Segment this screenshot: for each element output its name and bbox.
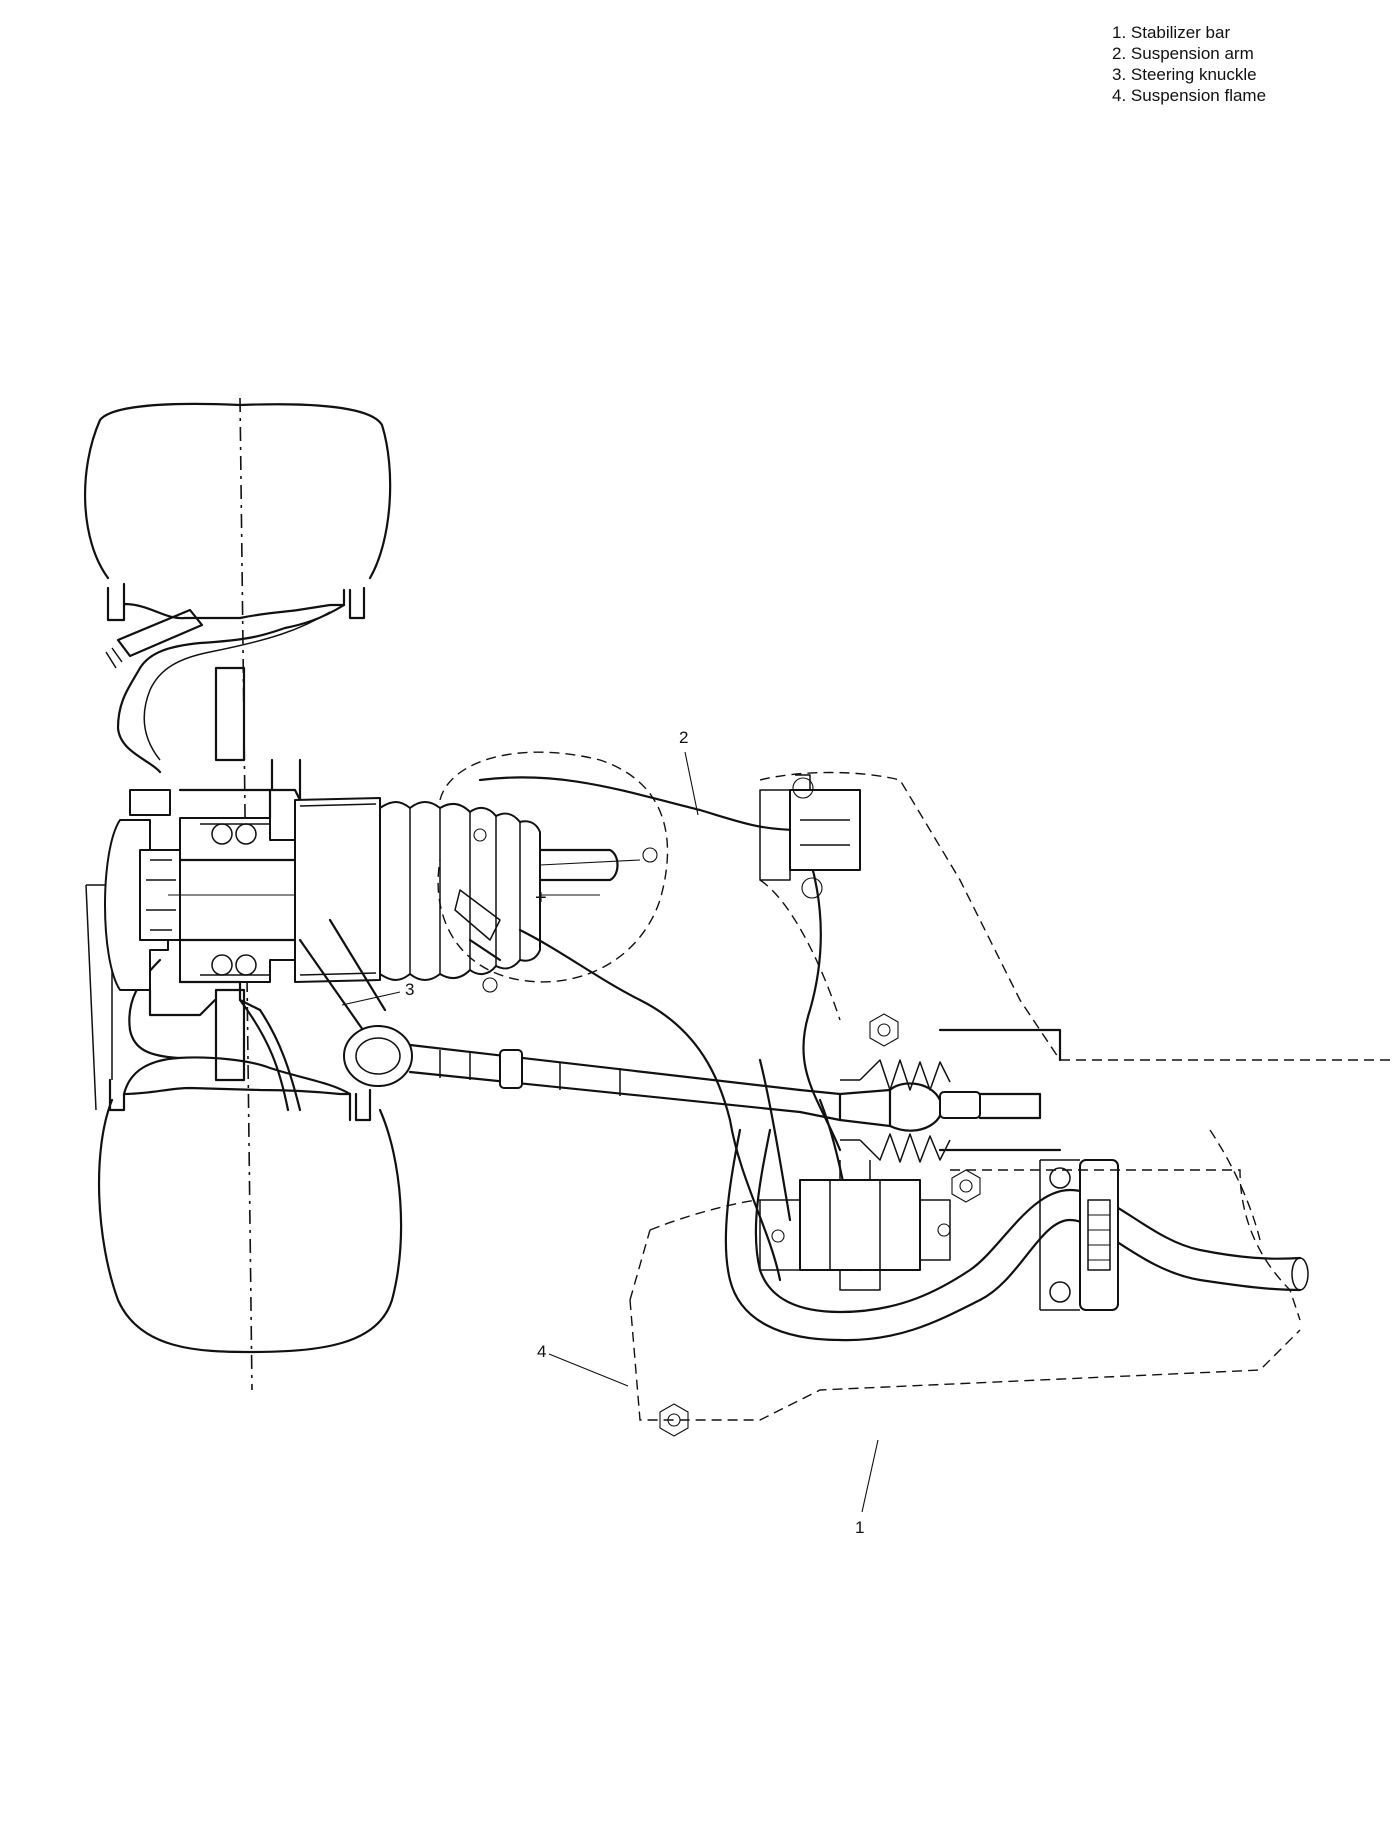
leader-line-4 [548, 1353, 629, 1387]
leader-line-3 [341, 991, 401, 1006]
callout-2: 2 [679, 728, 689, 747]
suspension-frame [629, 771, 1390, 1437]
svg-text:+: + [535, 887, 547, 909]
legend-item-stabilizer-bar: 1. Stabilizer bar [1112, 23, 1231, 42]
callout-4: 4 [537, 1342, 547, 1361]
leader-line-2 [684, 751, 699, 816]
drive-shaft-boot: + [294, 797, 641, 983]
leader-line-1 [861, 1439, 879, 1513]
steering-knuckle [298, 889, 502, 1087]
stabilizer-bar [724, 1128, 1309, 1342]
frame-bolt-2 [951, 1169, 981, 1203]
legend-item-steering-knuckle: 3. Steering knuckle [1112, 65, 1257, 84]
parts-legend: 1. Stabilizer bar 2. Suspension arm 3. S… [1112, 22, 1372, 106]
legend-item-suspension-arm: 2. Suspension arm [1112, 44, 1254, 63]
hub-bearing-assembly [104, 758, 600, 1112]
tie-rod [408, 1043, 1042, 1163]
suspension-arm [478, 774, 951, 1291]
callout-leaders [341, 751, 879, 1513]
strut-mount-plate [437, 751, 669, 993]
valve-stem [105, 608, 204, 669]
callout-1: 1 [855, 1518, 865, 1537]
callout-3: 3 [405, 980, 415, 999]
legend-item-suspension-frame: 4. Suspension flame [1112, 86, 1267, 105]
frame-bolt-3 [659, 1403, 689, 1437]
frame-bolt-1 [869, 1013, 899, 1047]
